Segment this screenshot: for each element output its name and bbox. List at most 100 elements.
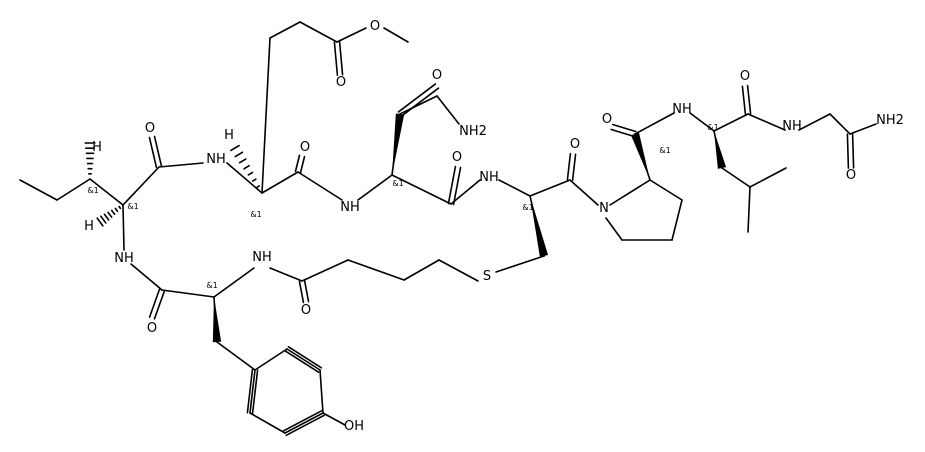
- atom-o-ester-carbonyl: O: [336, 75, 346, 90]
- single-bond: [56, 178, 91, 201]
- hash-bond-h: [110, 209, 116, 216]
- double-bond: [246, 368, 254, 414]
- double-bond: [153, 290, 166, 320]
- double-bond: [303, 279, 310, 303]
- double-bond: [282, 409, 323, 432]
- atom-o-tyr: O: [147, 321, 157, 336]
- hash-bond-h: [238, 158, 247, 164]
- single-bond: [89, 178, 124, 206]
- atom-o-gly: O: [846, 168, 856, 183]
- single-bond: [498, 179, 531, 197]
- atom-o-glu: O: [300, 140, 310, 155]
- single-bond: [357, 174, 393, 201]
- atom-s-thioether: S: [483, 269, 491, 284]
- single-bond: [226, 162, 263, 194]
- single-bond: [122, 166, 160, 206]
- single-bond: [450, 179, 481, 205]
- single-bond: [158, 162, 204, 168]
- single-bond: [301, 259, 349, 282]
- atom-nh-cys: NH: [479, 170, 499, 185]
- double-bond: [400, 87, 440, 117]
- single-bond: [249, 369, 256, 414]
- double-bond: [338, 40, 344, 76]
- atom-o-butanoyl: O: [301, 303, 311, 318]
- wedge-bond: [714, 131, 727, 169]
- single-bond: [297, 171, 343, 201]
- wedge-bond: [212, 297, 222, 343]
- double-bond: [299, 155, 306, 174]
- double-bond: [447, 165, 457, 205]
- hash-bond-h: [230, 144, 240, 152]
- double-bond: [251, 369, 259, 415]
- stereo-label-cys-ca: &1: [522, 203, 533, 212]
- atom-o-ester: O: [370, 19, 380, 34]
- stereo-label-leu-ca: &1: [707, 123, 718, 132]
- single-bond: [529, 179, 571, 197]
- double-bond: [333, 41, 339, 77]
- stereo-labels: &1 &1 &1 &1 &1 &1 &1 &1: [87, 123, 718, 290]
- single-bond: [649, 179, 683, 201]
- hash-bond-h: [247, 171, 254, 176]
- single-bond: [269, 267, 303, 282]
- hash-bond-h: [103, 213, 110, 221]
- double-bond: [741, 85, 747, 116]
- double-bond: [846, 133, 850, 169]
- hash-bond-h: [256, 185, 260, 188]
- double-bond: [566, 152, 572, 181]
- atom-o-pro: O: [602, 112, 612, 127]
- stereo-label-glu-ca: &1: [250, 210, 261, 219]
- hash-bond-h: [96, 217, 104, 227]
- single-bond: [254, 348, 288, 371]
- single-bond: [269, 21, 301, 39]
- single-bond: [749, 167, 787, 188]
- hash-bond-h: [251, 178, 257, 182]
- single-bond: [798, 113, 831, 131]
- hash-bond-h: [99, 215, 107, 224]
- single-bond: [436, 95, 460, 125]
- single-bond: [261, 37, 271, 194]
- atom-nh2-gly: NH2: [876, 113, 904, 128]
- atom-nh-gly: NH: [782, 119, 802, 134]
- double-bond: [284, 350, 320, 373]
- double-bond: [285, 414, 326, 437]
- stereo-label-ile-cb: &1: [87, 186, 98, 195]
- double-bond: [571, 153, 577, 182]
- hash-bond-h: [118, 205, 122, 210]
- atom-h-glu: H: [224, 128, 234, 143]
- atom-h-ile-ca: H: [84, 219, 94, 234]
- double-bond: [148, 136, 158, 169]
- atom-labels: O O NH2 O O NH O NH O NH O N O NH O NH N…: [84, 19, 904, 434]
- single-bond: [319, 369, 324, 414]
- stereo-label-ile-ca: &1: [127, 202, 138, 211]
- double-bond: [611, 123, 637, 133]
- atom-h-ile-cb: H: [92, 140, 102, 155]
- atom-nh-asn: NH: [340, 200, 360, 215]
- wedge-bond: [530, 196, 549, 257]
- single-bond: [569, 179, 599, 206]
- atom-o-asn: O: [452, 150, 462, 165]
- single-bond: [829, 113, 851, 135]
- single-bond: [161, 289, 215, 298]
- single-bond: [634, 112, 675, 135]
- atom-o-ile: O: [145, 121, 155, 136]
- single-bond: [249, 412, 286, 434]
- atom-oh-tyr: OH: [344, 419, 364, 434]
- single-bond: [713, 113, 749, 132]
- single-bond: [689, 112, 715, 132]
- atom-o-cys: O: [570, 137, 580, 152]
- single-bond: [495, 255, 545, 273]
- wedge-bond: [392, 113, 405, 175]
- atom-nh-ile: NH: [114, 251, 134, 266]
- single-bond: [130, 263, 163, 291]
- hash-bond-h: [243, 164, 250, 170]
- single-bond: [261, 171, 299, 194]
- single-bond: [213, 267, 255, 298]
- single-bond: [383, 27, 409, 43]
- stereo-hash-bonds: [84, 142, 260, 227]
- double-bond: [397, 83, 437, 113]
- hash-bond-h: [114, 207, 119, 213]
- double-bond: [851, 133, 855, 169]
- atom-o-asn-side: O: [432, 68, 442, 83]
- single-bond: [403, 259, 440, 281]
